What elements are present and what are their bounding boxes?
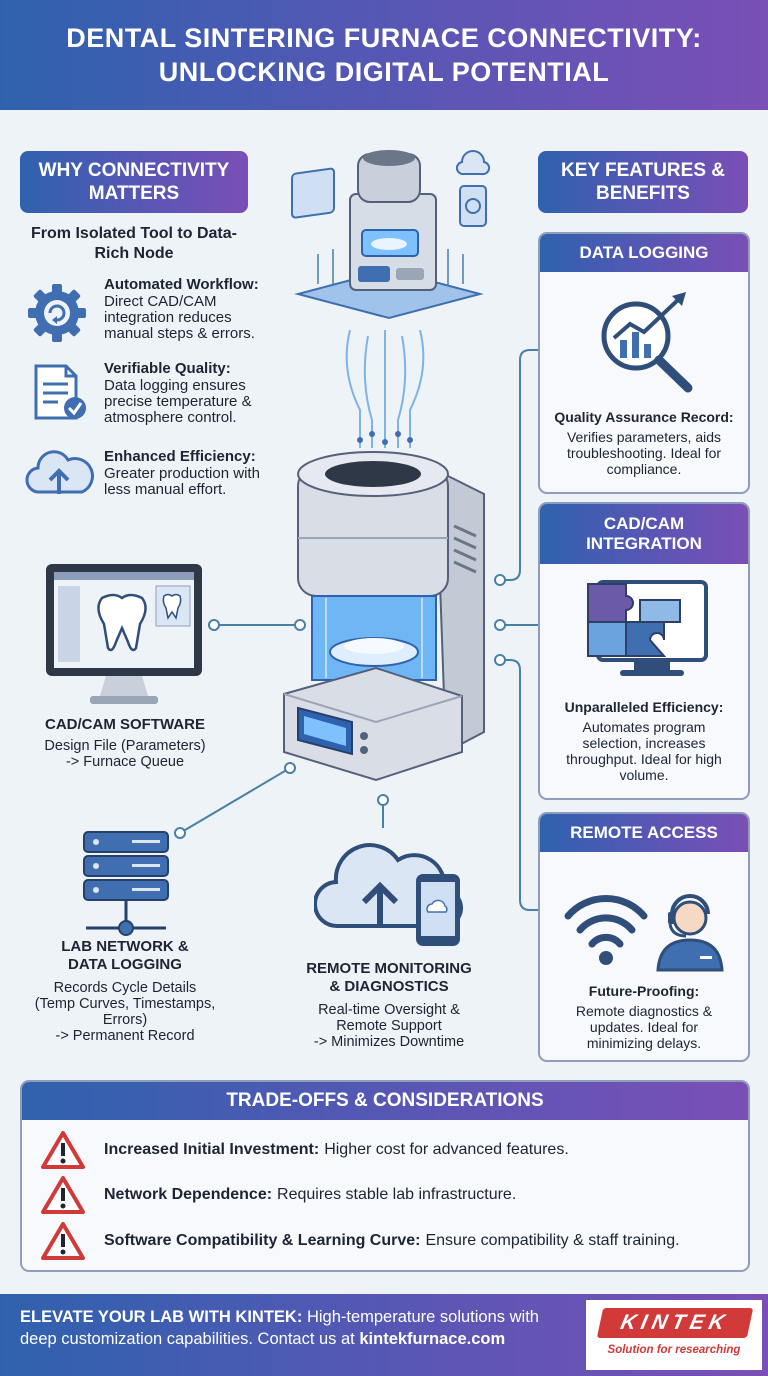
why-item-1-title: Automated Workflow: <box>104 276 259 293</box>
cloud-phone-icon <box>314 843 464 946</box>
kintek-logo-badge: KINTEK <box>596 1308 754 1338</box>
features-title-text: KEY FEATURES & BENEFITS <box>561 160 725 204</box>
node-remote-desc: Real-time Oversight & Remote Support -> … <box>282 1002 496 1050</box>
feature-card-2-header: CAD/CAM INTEGRATION <box>540 504 748 564</box>
connector-lines <box>174 349 538 911</box>
node-network-line: (Temp Curves, Timestamps, <box>34 996 216 1012</box>
connector-dot <box>208 619 220 631</box>
feature-card-2-title: Unparalleled Efficiency: <box>564 699 724 715</box>
connector-dot <box>494 619 506 631</box>
warning-icon <box>41 1176 85 1214</box>
feature-card-1-title: Quality Assurance Record: <box>554 409 734 425</box>
feature-card-1-text: Verifies parameters, aids troubleshootin… <box>566 429 722 477</box>
node-network-title: LAB NETWORK & DATA LOGGING <box>20 938 230 974</box>
tradeoff-2-text: Requires stable lab infrastructure. <box>277 1186 517 1203</box>
node-remote-title-line: REMOTE MONITORING <box>306 960 472 977</box>
why-item-3-text: Greater production with less manual effo… <box>104 465 260 498</box>
kintek-tagline: Solution for researching <box>607 1344 741 1356</box>
node-network-line: -> Permanent Record <box>55 1028 195 1044</box>
why-title-text: WHY CONNECTIVITY MATTERS <box>38 160 230 204</box>
node-cadcam-line: Design File (Parameters) <box>44 738 206 754</box>
data-stream-illustration <box>345 330 425 448</box>
feature-card-cadcam: CAD/CAM INTEGRATION Unparalleled Efficie… <box>538 502 750 800</box>
node-remote-title: REMOTE MONITORING & DIAGNOSTICS <box>282 960 496 996</box>
feature-card-data-logging: DATA LOGGING Quality Assurance Record: V… <box>538 232 750 494</box>
feature-card-remote-access: REMOTE ACCESS Future-Proofing: Remote di… <box>538 812 750 1062</box>
node-remote-line: -> Minimizes Downtime <box>313 1034 465 1050</box>
tradeoff-1-title: Increased Initial Investment: <box>104 1141 320 1158</box>
why-item-1: Automated Workflow: Direct CAD/CAM integ… <box>104 276 284 342</box>
why-item-2: Verifiable Quality: Data logging ensures… <box>104 360 284 426</box>
kintek-logo: KINTEK Solution for researching <box>586 1300 762 1370</box>
node-network-line: Records Cycle Details <box>53 980 197 996</box>
magnifier-chart-icon <box>601 292 693 393</box>
node-remote-line: Remote Support <box>336 1018 442 1034</box>
kintek-brand: KINTEK <box>618 1311 732 1334</box>
tradeoff-item-1: Increased Initial Investment: Higher cos… <box>40 1128 730 1172</box>
footer-link[interactable]: kintekfurnace.com <box>359 1330 506 1348</box>
gear-icon <box>28 284 86 342</box>
tradeoff-2-title: Network Dependence: <box>104 1186 273 1203</box>
server-network-icon <box>83 831 169 936</box>
feature-card-1-header: DATA LOGGING <box>540 234 748 272</box>
wifi-support-icon <box>564 894 724 972</box>
puzzle-monitor-icon <box>587 580 708 676</box>
connector-remote-card <box>500 659 538 911</box>
main-furnace-illustration <box>283 451 485 782</box>
node-network-desc: Records Cycle Details (Temp Curves, Time… <box>10 980 240 1044</box>
connector-dot <box>284 762 296 774</box>
connector-dot <box>377 794 389 806</box>
node-network-title-line: DATA LOGGING <box>68 956 182 973</box>
tradeoff-item-2: Network Dependence: Requires stable lab … <box>40 1172 730 1218</box>
why-item-1-text: Direct CAD/CAM integration reduces manua… <box>104 293 255 342</box>
node-cadcam-line: -> Furnace Queue <box>65 754 185 770</box>
node-network-line: Errors) <box>102 1012 148 1028</box>
why-section-title: WHY CONNECTIVITY MATTERS <box>20 151 248 213</box>
footer-text: ELEVATE YOUR LAB WITH KINTEK: High-tempe… <box>20 1306 580 1350</box>
tradeoffs-title: TRADE-OFFS & CONSIDERATIONS <box>22 1082 748 1120</box>
tradeoff-1-text: Higher cost for advanced features. <box>324 1141 569 1158</box>
node-cadcam-title: CAD/CAM SOFTWARE <box>45 716 205 733</box>
tradeoff-3-title: Software Compatibility & Learning Curve: <box>104 1232 421 1249</box>
footer-body: High-temperature solutions with deep cus… <box>20 1308 539 1348</box>
tradeoffs-panel: TRADE-OFFS & CONSIDERATIONS Increased In… <box>20 1080 750 1272</box>
connector-network <box>179 767 291 834</box>
page-title: DENTAL SINTERING FURNACE CONNECTIVITY: U… <box>66 23 702 87</box>
footer-bold: ELEVATE YOUR LAB WITH KINTEK: <box>20 1308 303 1326</box>
why-item-2-title: Verifiable Quality: <box>104 360 231 377</box>
feature-card-2-text: Automates program selection, increases t… <box>566 719 722 783</box>
feature-card-3-text: Remote diagnostics & updates. Ideal for … <box>575 1003 713 1051</box>
monitor-tooth-icon <box>46 564 202 704</box>
document-check-icon <box>34 364 86 420</box>
why-item-2-text: Data logging ensures precise temperature… <box>104 377 252 426</box>
connector-dot <box>294 619 306 631</box>
feature-card-3-title: Future-Proofing: <box>588 983 700 999</box>
node-remote-title-line: & DIAGNOSTICS <box>329 978 449 995</box>
tradeoff-item-3: Software Compatibility & Learning Curve:… <box>40 1218 730 1264</box>
why-subtitle: From Isolated Tool to Data-Rich Node <box>31 225 237 262</box>
connector-dot <box>494 574 506 586</box>
features-section-title: KEY FEATURES & BENEFITS <box>538 151 748 213</box>
connector-dot <box>494 654 506 666</box>
cloud-upload-icon <box>25 450 94 494</box>
node-cadcam-desc: Design File (Parameters) -> Furnace Queu… <box>20 738 230 770</box>
connector-dot <box>174 827 186 839</box>
why-item-3: Enhanced Efficiency: Greater production … <box>104 448 284 498</box>
warning-icon <box>41 1131 85 1169</box>
small-furnace-illustration <box>291 150 491 320</box>
node-network-title-line: LAB NETWORK & <box>61 938 189 955</box>
node-remote-line: Real-time Oversight & <box>318 1002 460 1018</box>
connector-datalog <box>500 349 538 581</box>
why-item-3-title: Enhanced Efficiency: <box>104 448 256 465</box>
warning-icon <box>41 1222 85 1260</box>
footer-banner: ELEVATE YOUR LAB WITH KINTEK: High-tempe… <box>0 1294 768 1376</box>
header-banner: DENTAL SINTERING FURNACE CONNECTIVITY: U… <box>0 0 768 110</box>
feature-card-3-header: REMOTE ACCESS <box>540 814 748 852</box>
tradeoff-3-text: Ensure compatibility & staff training. <box>425 1232 680 1249</box>
